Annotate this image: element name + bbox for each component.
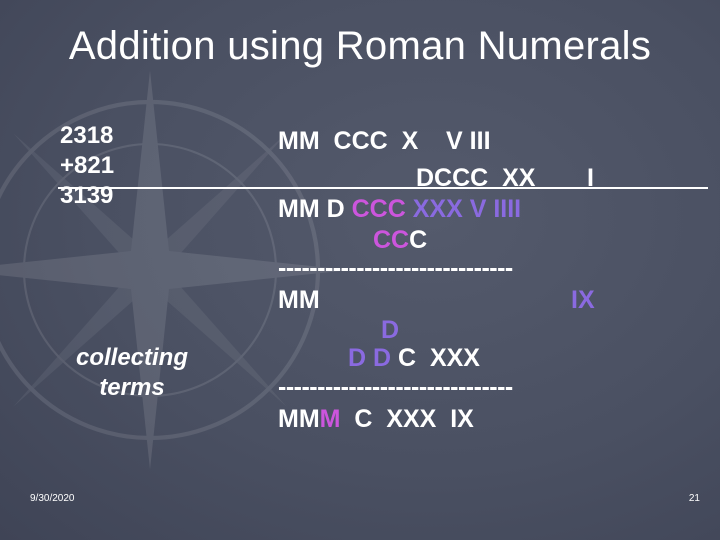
work-line-3-part-a: MM D	[278, 195, 352, 223]
work-line-3: MM D CCC XXX V IIII	[278, 194, 521, 224]
sum-underline	[58, 187, 708, 189]
work-line-7: D D C XXX	[348, 343, 480, 373]
work-line-3-part-b: CCC	[351, 195, 406, 223]
work-line-3-part-c: XXX V IIII	[405, 195, 522, 223]
slide-title: Addition using Roman Numerals	[68, 24, 652, 68]
work-divider-1: ------------------------------	[278, 254, 513, 282]
note-line-2: terms	[99, 374, 165, 401]
work-line-5-ones: IX	[571, 286, 595, 314]
footer-date: 9/30/2020	[30, 493, 75, 504]
addend-two: +821	[60, 152, 115, 179]
work-result-part-b: M	[319, 405, 341, 433]
addend-one: 2318	[60, 122, 114, 149]
note-line-1: collecting	[75, 344, 189, 371]
work-line-5: MM	[278, 286, 320, 314]
work-result-line: MMM C XXX IX	[278, 404, 474, 434]
page-number: 21	[688, 493, 700, 504]
work-line-7-part-b: C XXX	[391, 344, 480, 372]
work-line-4-part-b: C	[409, 226, 428, 254]
work-line-2: DCCC XX	[416, 164, 536, 192]
work-result-part-a: MM	[278, 405, 320, 433]
work-result-part-c: C XXX IX	[340, 405, 474, 433]
collecting-terms-note: collecting terms	[62, 343, 202, 403]
work-line-2-ones: I	[587, 164, 594, 192]
addition-problem: 2318 +821 3139	[60, 121, 114, 211]
sum-value: 3139	[60, 182, 114, 209]
work-line-6: D	[381, 316, 400, 344]
work-line-4-part-a: CC	[373, 226, 410, 254]
work-line-1: MM CCC X V III	[278, 127, 491, 155]
work-divider-2: ------------------------------	[278, 373, 513, 401]
work-line-4: CCC	[373, 225, 427, 255]
work-line-7-part-a: D D	[348, 344, 392, 372]
